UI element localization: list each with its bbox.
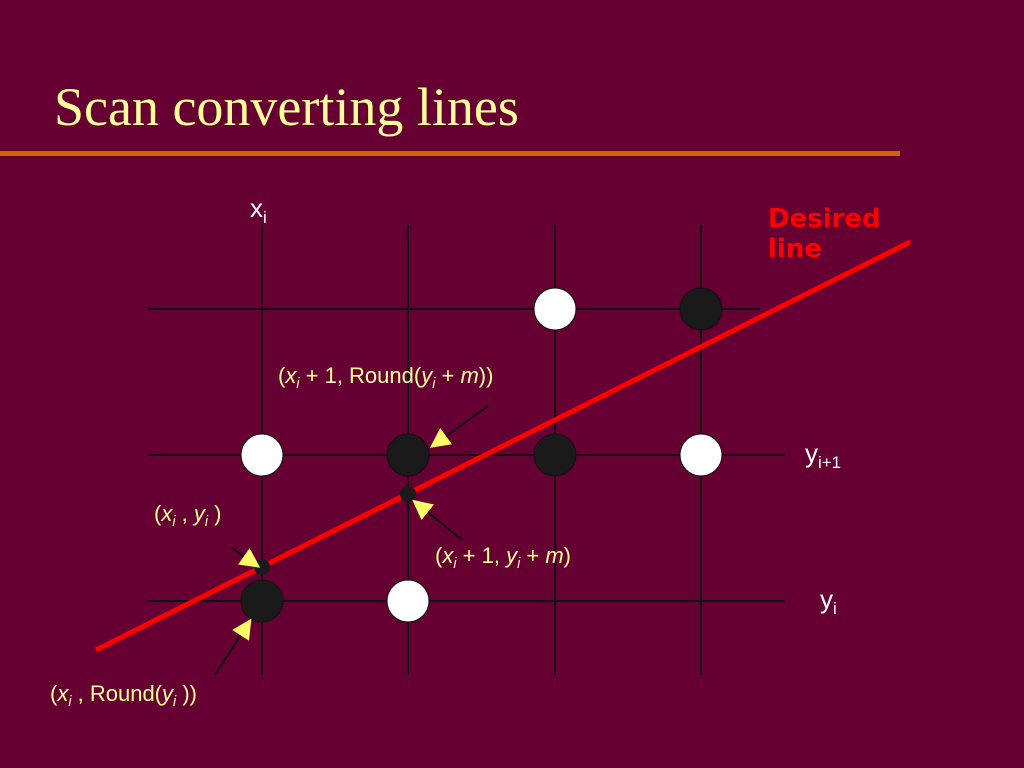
y-current-label: yi <box>820 584 837 618</box>
desired-line-label: Desired line <box>768 204 881 264</box>
exact-point-next <box>400 486 416 502</box>
desired-line <box>94 239 912 653</box>
leader-round-start <box>214 618 252 676</box>
leader-exact-next <box>412 499 463 541</box>
exact-point-start <box>254 559 270 575</box>
y-next-label: yi+1 <box>805 438 842 472</box>
label-round-start: (xi , Round(yi )) <box>50 681 197 710</box>
pixel-empty <box>679 433 723 477</box>
pixel-filled <box>386 433 430 477</box>
leader-round-next <box>429 405 489 448</box>
title-rule <box>0 151 900 156</box>
x-axis-label: xi <box>250 193 267 227</box>
label-start-point: (xi , yi ) <box>154 501 222 530</box>
label-round-next: (xi + 1, Round(yi + m)) <box>278 363 494 392</box>
leader-start-point <box>231 547 261 568</box>
pixel-empty <box>240 433 284 477</box>
label-exact-next: (xi + 1, yi + m) <box>435 543 571 572</box>
pixel-filled <box>533 433 577 477</box>
pixel-filled <box>240 579 284 623</box>
pixel-filled <box>679 287 723 331</box>
slide-title: Scan converting lines <box>54 77 519 137</box>
pixel-empty <box>533 287 577 331</box>
pixel-empty <box>386 579 430 623</box>
